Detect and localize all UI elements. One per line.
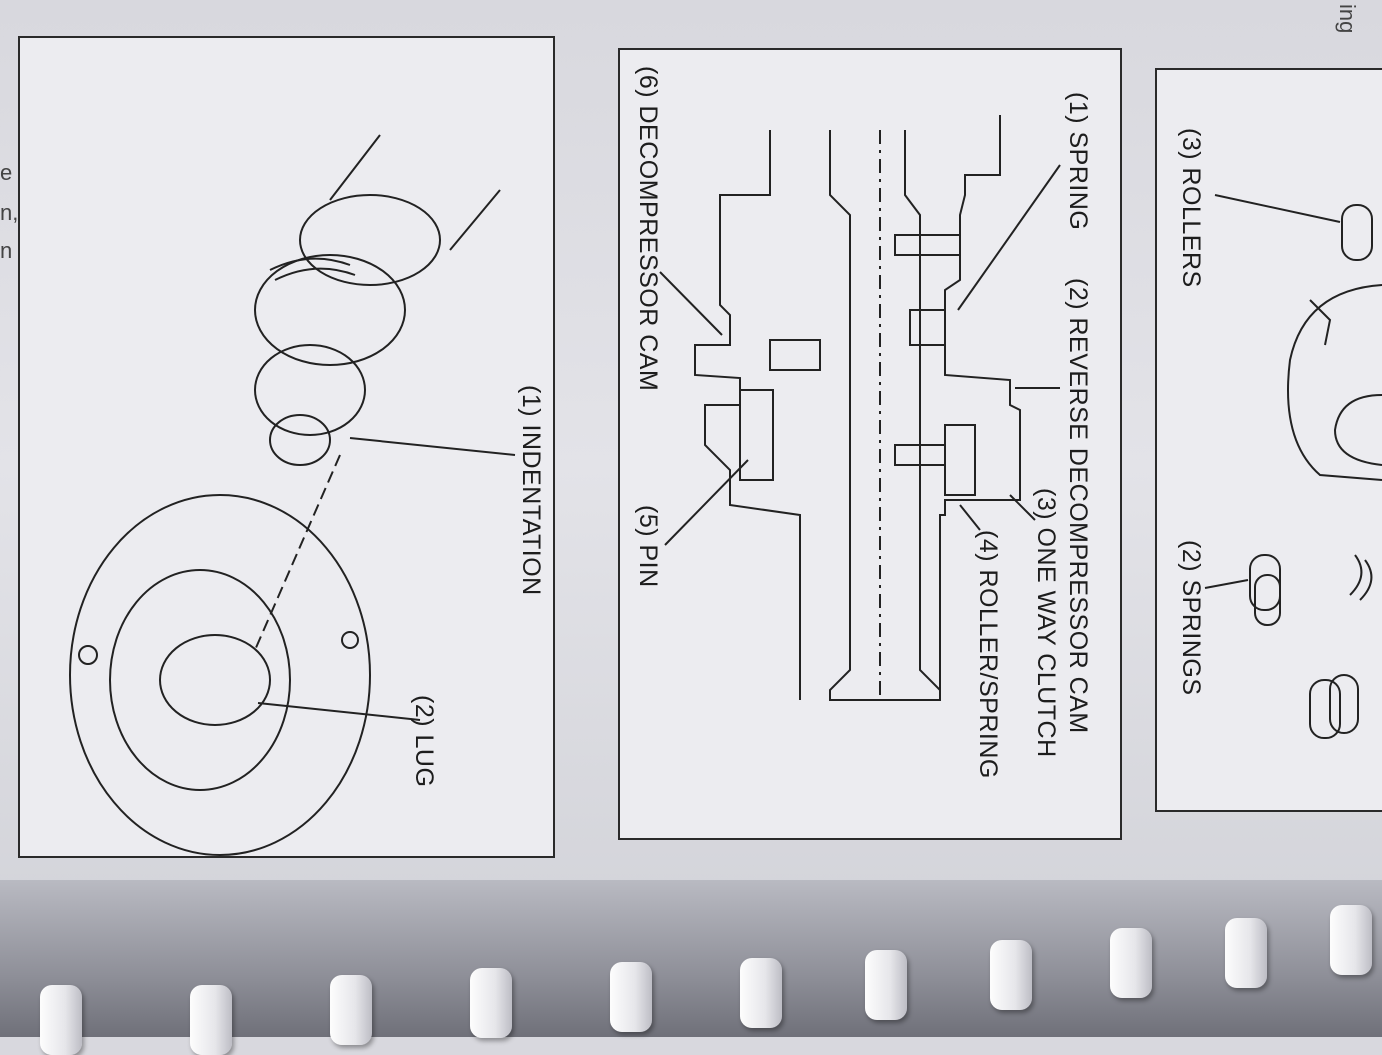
binding-ring	[865, 950, 907, 1020]
binding-ring	[1225, 918, 1267, 988]
binding-ring	[990, 940, 1032, 1010]
margin-fragment-1: e	[0, 160, 13, 185]
figure-rollers-springs	[1155, 68, 1382, 812]
binding-ring	[330, 975, 372, 1045]
binding-ring	[470, 968, 512, 1038]
figure-cross-section	[618, 48, 1122, 840]
binding-ring	[190, 985, 232, 1055]
figure-indentation-lug	[18, 36, 555, 858]
margin-fragment-2: n,	[0, 200, 19, 225]
binding-ring	[1330, 905, 1372, 975]
binding-ring	[610, 962, 652, 1032]
binding-ring	[40, 985, 82, 1055]
binding-ring	[1110, 928, 1152, 998]
margin-fragment-3: n	[0, 238, 13, 263]
label-indentation: (1) INDENTATION	[517, 385, 545, 596]
label-lug: (2) LUG	[410, 695, 438, 788]
binding-ring	[740, 958, 782, 1028]
